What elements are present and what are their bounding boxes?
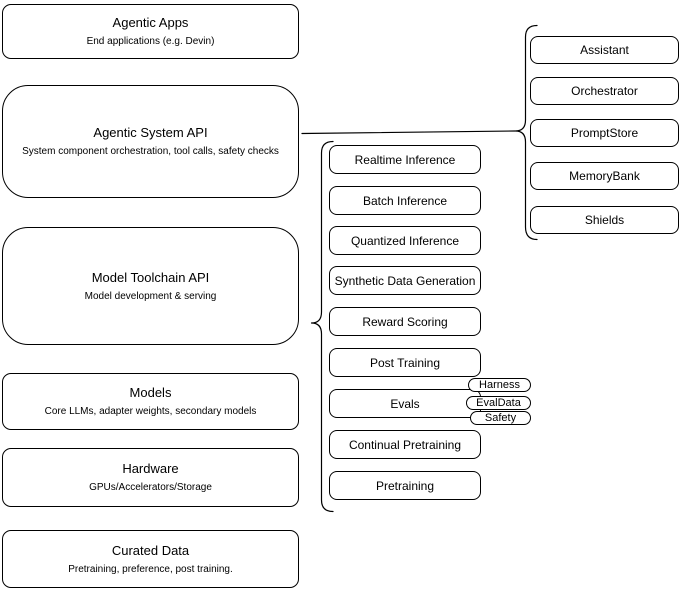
box-title: Model Toolchain API [91,269,210,285]
box-synthetic-data-generation: Synthetic Data Generation [329,266,481,295]
box-agentic-apps: Agentic Apps End applications (e.g. Devi… [2,4,299,59]
box-subtitle: Pretraining, preference, post training. [68,563,233,575]
box-pretraining: Pretraining [329,471,481,500]
box-promptstore: PromptStore [530,119,679,147]
box-memorybank: MemoryBank [530,162,679,190]
box-title: Agentic System API [93,125,208,140]
box-reward-scoring: Reward Scoring [329,307,481,336]
box-title: Agentic Apps [112,15,189,30]
box-subtitle: End applications (e.g. Devin) [86,36,215,47]
box-evals: Evals [329,389,481,418]
box-model-toolchain-api: Model Toolchain API Model development & … [2,227,299,345]
box-realtime-inference: Realtime Inference [329,145,481,174]
pill-safety: Safety [470,411,531,425]
box-shields: Shields [530,206,679,234]
box-subtitle: Core LLMs, adapter weights, secondary mo… [44,406,257,417]
box-post-training: Post Training [329,348,481,377]
box-assistant: Assistant [530,36,679,64]
box-continual-pretraining: Continual Pretraining [329,430,481,459]
box-hardware: Hardware GPUs/Accelerators/Storage [2,448,299,507]
pill-evaldata: EvalData [466,396,531,410]
box-title: Models [129,385,172,400]
box-title: Curated Data [111,542,190,558]
box-title: Hardware [122,461,179,476]
box-models: Models Core LLMs, adapter weights, secon… [2,373,299,430]
box-subtitle: Model development & serving [84,290,217,302]
box-curated-data: Curated Data Pretraining, preference, po… [2,530,299,588]
box-subtitle: System component orchestration, tool cal… [22,146,279,157]
box-subtitle: GPUs/Accelerators/Storage [89,482,212,493]
pill-harness: Harness [468,378,531,392]
box-batch-inference: Batch Inference [329,186,481,215]
box-orchestrator: Orchestrator [530,77,679,105]
connector-line [301,130,516,135]
box-quantized-inference: Quantized Inference [329,226,481,255]
box-agentic-system-api: Agentic System API System component orch… [2,85,299,198]
